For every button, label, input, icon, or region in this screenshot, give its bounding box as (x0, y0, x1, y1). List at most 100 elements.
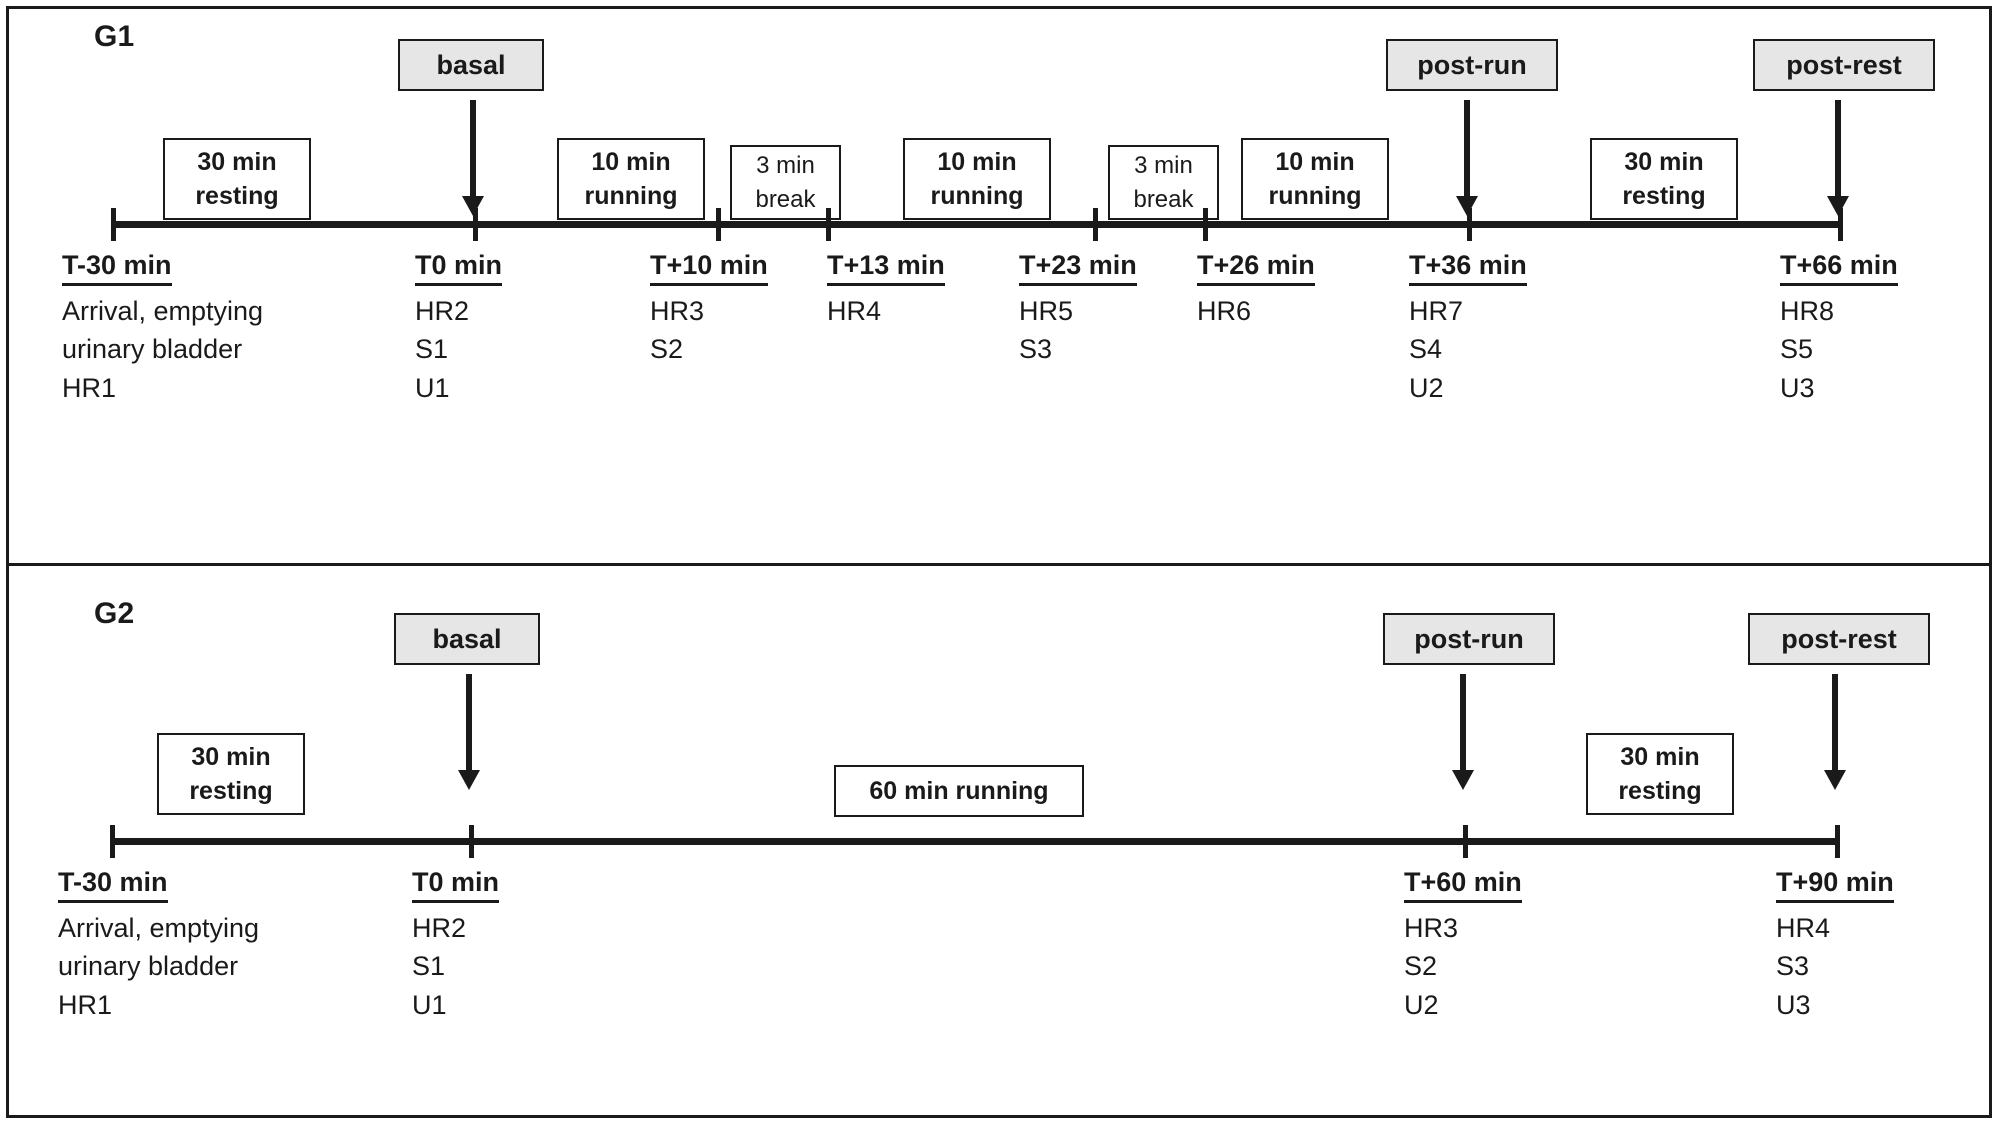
timepoint-item: urinary bladder (58, 951, 239, 982)
event-box-post-run-g1: post-run (1386, 39, 1558, 91)
duration-box-g1-4: 10 min running (903, 138, 1051, 220)
duration-line: 10 min (1275, 147, 1355, 176)
timepoint-g1-6: T+36 min HR7 S4 U2 (1409, 250, 1527, 407)
timepoint-item: S1 (412, 951, 446, 982)
timepoint-time: T+66 min (1780, 250, 1898, 286)
timepoint-g2-2: T+60 min HR3 S2 U2 (1404, 867, 1522, 1024)
timepoint-item: S1 (415, 334, 449, 365)
duration-line: resting (189, 777, 273, 805)
duration-box-g2-1: 30 min resting (157, 733, 305, 815)
duration-line: 30 min (1620, 742, 1700, 771)
axis-tick-g1-2 (716, 208, 721, 241)
timepoint-g1-1: T0 min HR2 S1 U1 (415, 250, 503, 407)
duration-box-g1-5: 3 min break (1108, 145, 1219, 220)
timepoint-g1-4: T+23 min HR5 S3 (1019, 250, 1137, 369)
axis-tick-g2-0 (110, 825, 115, 858)
timepoint-item: HR2 (412, 913, 467, 943)
timepoint-time: T-30 min (58, 867, 168, 903)
figure-outer-frame (6, 6, 1992, 1118)
timepoint-g1-7: T+66 min HR8 S5 U3 (1780, 250, 1898, 407)
timepoint-item: U1 (412, 989, 447, 1020)
duration-box-g2-3: 30 min resting (1586, 733, 1734, 815)
timepoint-item: S3 (1776, 951, 1810, 982)
timepoint-g2-3: T+90 min HR4 S3 U3 (1776, 867, 1894, 1024)
duration-line: running (1268, 182, 1362, 210)
timepoint-g1-3: T+13 min HR4 (827, 250, 945, 330)
duration-box-g1-2: 10 min running (557, 138, 705, 220)
timepoint-item: U2 (1404, 989, 1439, 1020)
timepoint-item: S4 (1409, 334, 1443, 365)
timepoint-time: T-30 min (62, 250, 172, 286)
timepoint-time: T+10 min (650, 250, 768, 286)
timepoint-item: U2 (1409, 372, 1444, 403)
axis-tick-g1-3 (826, 208, 831, 241)
timepoint-item: HR7 (1409, 296, 1464, 326)
axis-tick-g1-1 (473, 208, 478, 241)
duration-line: resting (195, 182, 279, 210)
panel-divider (6, 563, 1992, 566)
duration-line: 30 min (1624, 147, 1704, 176)
timepoint-item: U3 (1780, 372, 1815, 403)
axis-tick-g1-5 (1203, 208, 1208, 241)
timepoint-item: S3 (1019, 334, 1053, 365)
timepoint-time: T0 min (415, 250, 503, 286)
duration-line: 10 min (591, 147, 671, 176)
duration-line: 10 min (937, 147, 1017, 176)
timepoint-item: U1 (415, 372, 450, 403)
timepoint-item: U3 (1776, 989, 1811, 1020)
event-box-post-rest-g2: post-rest (1748, 613, 1930, 665)
duration-box-g2-2: 60 min running (834, 765, 1084, 817)
axis-tick-g2-1 (469, 825, 474, 858)
timepoint-item: S5 (1780, 334, 1814, 365)
event-box-basal-g2: basal (394, 613, 540, 665)
timepoint-item: HR4 (827, 296, 882, 326)
timeline-axis-g2 (110, 838, 1838, 845)
duration-box-g1-1: 30 min resting (163, 138, 311, 220)
duration-line: 60 min running (869, 776, 1049, 805)
timepoint-item: urinary bladder (62, 334, 243, 365)
timepoint-g1-5: T+26 min HR6 (1197, 250, 1315, 330)
duration-line: resting (1618, 777, 1702, 805)
timepoint-g1-0: T-30 min Arrival, emptying urinary bladd… (62, 250, 263, 407)
event-box-post-run-g2: post-run (1383, 613, 1555, 665)
timepoint-time: T+26 min (1197, 250, 1315, 286)
timepoint-item: HR6 (1197, 296, 1252, 326)
duration-line: 30 min (197, 147, 277, 176)
axis-tick-g1-6 (1467, 208, 1472, 241)
panel-g2-title: G2 (94, 597, 135, 630)
event-box-post-rest-g1: post-rest (1753, 39, 1935, 91)
timepoint-item: S2 (1404, 951, 1438, 982)
duration-box-g1-3: 3 min break (730, 145, 841, 220)
axis-tick-g1-0 (111, 208, 116, 241)
timepoint-time: T0 min (412, 867, 500, 903)
timepoint-item: S2 (650, 334, 684, 365)
axis-tick-g1-4 (1093, 208, 1098, 241)
duration-line: 3 min (1134, 152, 1193, 180)
duration-line: resting (1622, 182, 1706, 210)
timepoint-item: HR4 (1776, 913, 1831, 943)
duration-line: 30 min (191, 742, 271, 771)
timepoint-time: T+36 min (1409, 250, 1527, 286)
timepoint-item: HR1 (62, 372, 117, 403)
duration-line: break (755, 185, 816, 213)
timepoint-time: T+60 min (1404, 867, 1522, 903)
duration-box-g1-6: 10 min running (1241, 138, 1389, 220)
panel-g1-title: G1 (94, 20, 135, 53)
timepoint-item: HR3 (650, 296, 705, 326)
timepoint-item: HR1 (58, 989, 113, 1020)
timepoint-time: T+23 min (1019, 250, 1137, 286)
timepoint-item: Arrival, emptying (62, 296, 264, 326)
timepoint-item: HR2 (415, 296, 470, 326)
timepoint-g2-1: T0 min HR2 S1 U1 (412, 867, 500, 1024)
timepoint-time: T+90 min (1776, 867, 1894, 903)
duration-line: running (584, 182, 678, 210)
timeline-axis-g1 (111, 221, 1841, 228)
timepoint-item: HR8 (1780, 296, 1835, 326)
timepoint-g1-2: T+10 min HR3 S2 (650, 250, 768, 369)
duration-box-g1-7: 30 min resting (1590, 138, 1738, 220)
axis-tick-g2-2 (1463, 825, 1468, 858)
timepoint-item: HR5 (1019, 296, 1074, 326)
timepoint-time: T+13 min (827, 250, 945, 286)
timepoint-g2-0: T-30 min Arrival, emptying urinary bladd… (58, 867, 259, 1024)
